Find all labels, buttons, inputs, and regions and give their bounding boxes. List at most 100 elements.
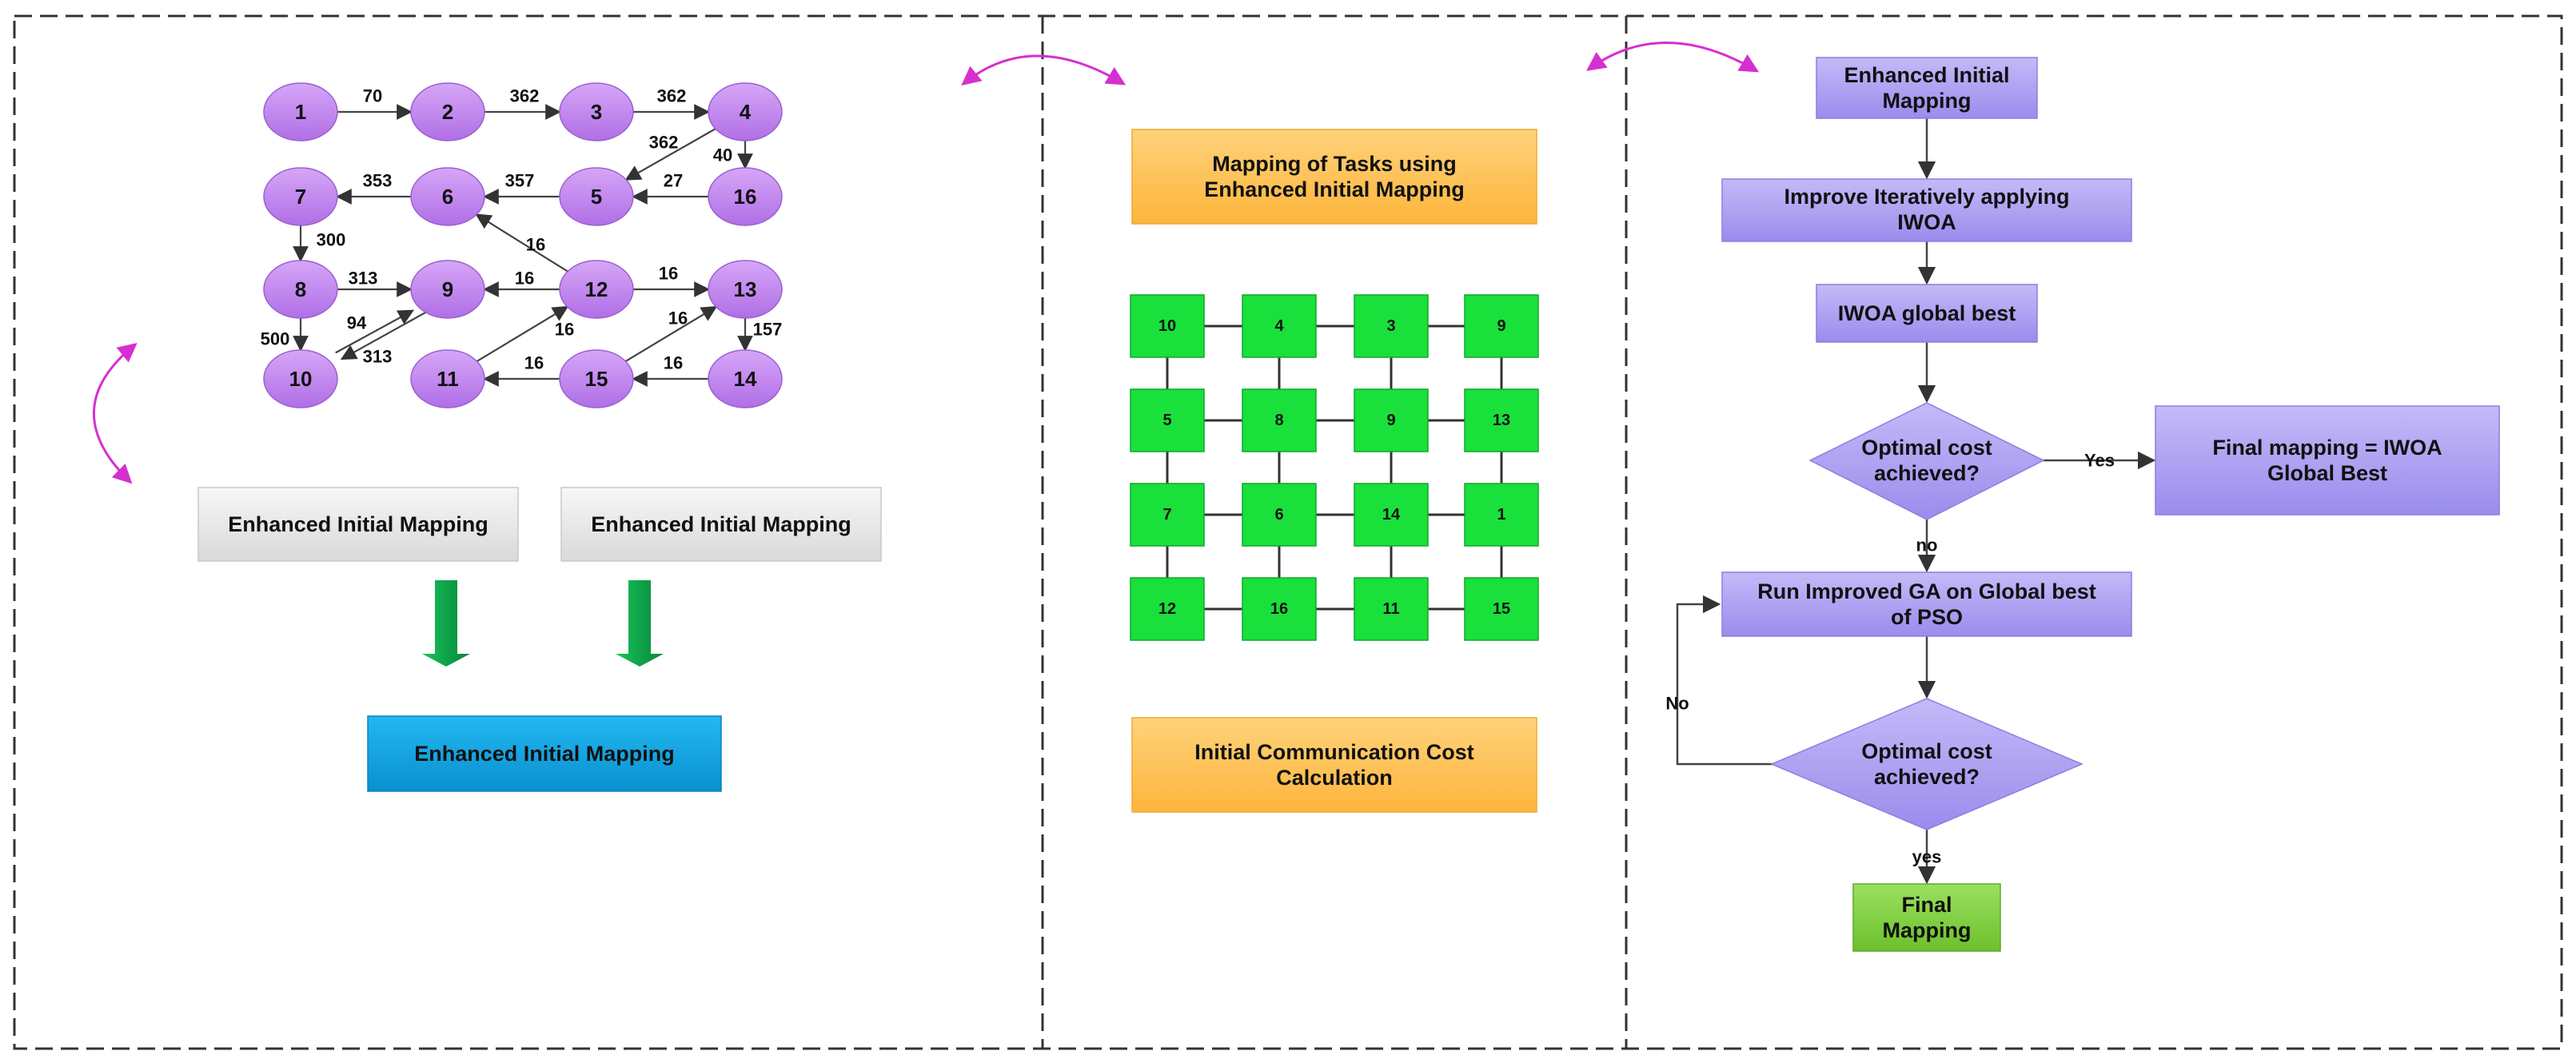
task-node-3: 3	[559, 82, 634, 141]
enhanced-mapping-box-3-label: Enhanced Initial Mapping	[414, 742, 675, 766]
mesh-cell-label: 1	[1497, 506, 1505, 524]
task-node-1: 1	[263, 82, 338, 141]
edge-label: 357	[505, 171, 535, 191]
edge-label: 70	[363, 86, 382, 106]
mapping-of-tasks-line1: Mapping of Tasks using	[1212, 152, 1457, 176]
magenta-arrows	[93, 42, 1760, 484]
flow-step-4-line1: Run Improved GA on Global best	[1757, 579, 2096, 603]
mesh-cell: 1	[1464, 483, 1539, 547]
edge-label: 313	[363, 347, 393, 367]
edge-label: 16	[524, 353, 544, 373]
mesh-cell-label: 16	[1270, 600, 1288, 618]
flow-decision-2: Optimal cost achieved?	[1770, 698, 2084, 830]
mesh-cell: 3	[1354, 294, 1429, 358]
edge-label: 40	[713, 145, 732, 165]
task-node-label: 9	[442, 277, 453, 301]
curved-arrow-icon	[1586, 42, 1760, 73]
task-node-label: 16	[734, 185, 757, 209]
outer-border	[13, 14, 2563, 1050]
task-node-label: 5	[591, 185, 602, 209]
loop-no-label: No	[1665, 694, 1689, 714]
decision-2-line2: achieved?	[1874, 765, 1980, 789]
panel-frame	[13, 14, 2563, 1050]
mesh-cell: 4	[1242, 294, 1317, 358]
mesh-cell: 12	[1130, 577, 1205, 641]
task-node-label: 4	[740, 100, 752, 124]
task-node-11: 11	[410, 349, 485, 408]
enhanced-mapping-box-3: Enhanced Initial Mapping	[367, 715, 722, 792]
task-node-label: 13	[734, 277, 757, 301]
curved-arrow-icon	[93, 342, 138, 484]
flow-final-iwoa: Final mapping = IWOA Global Best	[2155, 405, 2500, 516]
task-node-16: 16	[708, 167, 783, 226]
task-node-2: 2	[410, 82, 485, 141]
no-label: no	[1916, 535, 1938, 555]
communication-cost-line2: Calculation	[1276, 766, 1393, 790]
task-node-label: 8	[295, 277, 306, 301]
mesh-cell-label: 7	[1162, 506, 1171, 524]
mesh-cell: 13	[1464, 388, 1539, 452]
curved-arrow-icon	[961, 54, 1127, 86]
edge-label: 157	[753, 320, 783, 340]
edge-label: 362	[657, 86, 687, 106]
edge-label: 16	[555, 320, 574, 340]
enhanced-mapping-box-1: Enhanced Initial Mapping	[197, 487, 519, 562]
task-node-label: 3	[591, 100, 602, 124]
task-node-4: 4	[708, 82, 783, 141]
final-1-line1: Final mapping = IWOA	[2212, 436, 2442, 460]
task-node-label: 6	[442, 185, 453, 209]
mesh-cell: 14	[1354, 483, 1429, 547]
edge-12-6	[475, 213, 568, 273]
final-2-line2: Mapping	[1883, 918, 1972, 942]
mesh-cell: 7	[1130, 483, 1205, 547]
enhanced-mapping-box-2-label: Enhanced Initial Mapping	[591, 512, 851, 536]
flow-decision-1: Optimal cost achieved?	[1808, 402, 2045, 520]
task-node-label: 15	[585, 367, 608, 391]
flow-step-1-line1: Enhanced Initial	[1844, 63, 2009, 87]
edge-15-13	[624, 305, 718, 362]
communication-cost-line1: Initial Communication Cost	[1194, 740, 1474, 764]
edge-9-10	[340, 311, 427, 360]
task-node-label: 11	[437, 367, 459, 391]
mesh-cell: 8	[1242, 388, 1317, 452]
initial-communication-cost-box: Initial Communication Cost Calculation	[1131, 717, 1537, 813]
down-arrow-icon	[422, 580, 470, 667]
flowchart: Enhanced Initial Mapping Improve Iterati…	[1665, 57, 2500, 952]
final-1-line2: Global Best	[2267, 461, 2387, 485]
mesh-cell: 5	[1130, 388, 1205, 452]
mesh-cell: 6	[1242, 483, 1317, 547]
edge-label: 16	[659, 264, 678, 284]
task-node-label: 10	[289, 367, 313, 391]
task-node-14: 14	[708, 349, 783, 408]
flow-step-1-line2: Mapping	[1883, 89, 1972, 113]
edge-label: 16	[664, 353, 683, 373]
task-node-12: 12	[559, 260, 634, 319]
flow-step-improve-iwoa: Improve Iteratively applying IWOA	[1721, 178, 2132, 242]
mesh-cell-label: 12	[1158, 600, 1176, 618]
enhanced-mapping-box-1-label: Enhanced Initial Mapping	[228, 512, 488, 536]
edge-label: 313	[349, 269, 378, 289]
flow-step-enhanced-initial-mapping: Enhanced Initial Mapping	[1816, 57, 2038, 119]
yes2-label: yes	[1912, 847, 1942, 867]
task-node-label: 1	[295, 100, 306, 124]
edge-label: 16	[668, 309, 688, 328]
task-node-9: 9	[410, 260, 485, 319]
mesh-links	[1166, 324, 1503, 611]
edge-11-12	[476, 305, 569, 362]
mesh-cell-label: 13	[1493, 412, 1510, 429]
edge-4-5	[624, 128, 716, 181]
final-2-line1: Final	[1901, 893, 1952, 917]
flow-final-mapping: Final Mapping	[1852, 883, 2001, 952]
edge-label: 16	[515, 269, 534, 289]
flowchart-connectors	[1676, 118, 2156, 885]
edge-label: 16	[526, 235, 545, 255]
mesh-cell-label: 14	[1382, 506, 1401, 524]
mesh-cell-label: 9	[1386, 412, 1395, 429]
task-node-label: 12	[585, 277, 608, 301]
mesh-cell: 16	[1242, 577, 1317, 641]
mesh-cell-label: 8	[1274, 412, 1283, 429]
mesh-cell: 15	[1464, 577, 1539, 641]
